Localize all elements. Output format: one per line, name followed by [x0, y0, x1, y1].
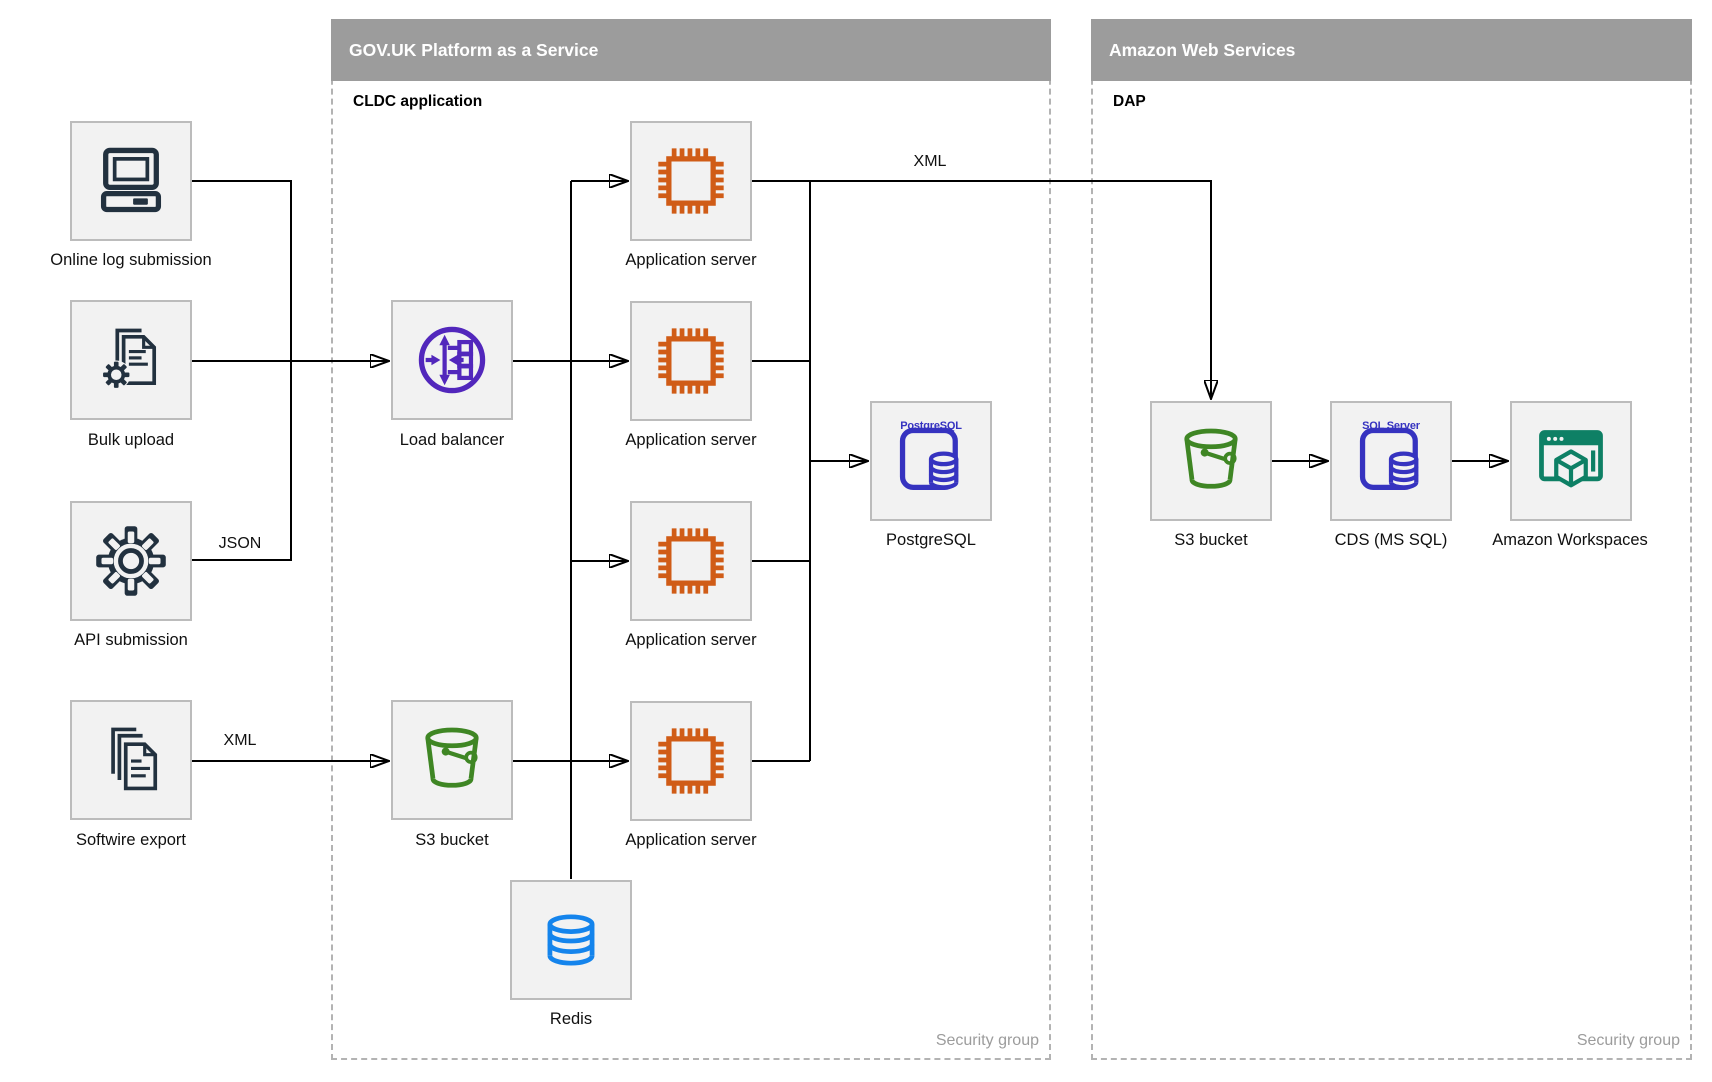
node-label: Amazon Workspaces: [1492, 531, 1648, 549]
cpu-chip-icon: [652, 522, 730, 600]
group-govuk-paas: GOV.UK Platform as a Service CLDC applic…: [331, 19, 1051, 1060]
node-label: Application server: [625, 251, 757, 269]
dap-label: DAP: [1113, 93, 1146, 110]
node-app-server-4: [630, 701, 752, 821]
node-s3-bucket-aws: [1150, 401, 1272, 521]
document-gear-icon: [92, 321, 170, 399]
node-s3-bucket-paas: [391, 700, 513, 820]
cpu-chip-icon: [652, 142, 730, 220]
edge-sources-junction: [192, 180, 292, 561]
node-cds-ms-sql: SQL Server: [1330, 401, 1452, 521]
sql-server-icon-text: SQL Server: [1362, 420, 1420, 432]
gear-icon: [92, 522, 170, 600]
node-label: Application server: [625, 631, 757, 649]
edge-label-json: JSON: [218, 535, 262, 552]
node-label: Load balancer: [399, 431, 505, 449]
node-api-submission: [70, 501, 192, 621]
node-redis: [510, 880, 632, 1000]
group-aws: Amazon Web Services DAP Security group: [1091, 19, 1692, 1060]
postgresql-icon: [892, 422, 970, 500]
node-label: PostgreSQL: [886, 531, 976, 549]
node-softwire-export: [70, 700, 192, 820]
node-label: S3 bucket: [415, 831, 489, 849]
group-govuk-paas-title: GOV.UK Platform as a Service: [331, 19, 1051, 81]
computer-icon: [92, 142, 170, 220]
node-label: Online log submission: [50, 251, 212, 269]
workspaces-icon: [1532, 422, 1610, 500]
node-label: Application server: [625, 831, 757, 849]
cldc-application-label: CLDC application: [353, 93, 483, 110]
node-bulk-upload: [70, 300, 192, 420]
sql-server-icon: [1352, 422, 1430, 500]
edge-app1-to-aws-s3: [752, 180, 1211, 399]
redis-database-icon: [532, 901, 610, 979]
s3-bucket-icon: [413, 721, 491, 799]
cpu-chip-icon: [652, 722, 730, 800]
s3-bucket-icon: [1172, 422, 1250, 500]
node-label: S3 bucket: [1174, 531, 1248, 549]
security-group-label-paas: Security group: [935, 1032, 1039, 1049]
group-aws-title: Amazon Web Services: [1091, 19, 1692, 81]
node-label: Softwire export: [75, 831, 187, 849]
node-app-server-3: [630, 501, 752, 621]
postgresql-icon-text: PostgreSQL: [900, 420, 962, 432]
security-group-label-aws: Security group: [1576, 1032, 1680, 1049]
edge-label-xml-aws: XML: [913, 153, 947, 170]
cpu-chip-icon: [652, 322, 730, 400]
node-postgresql: PostgreSQL: [870, 401, 992, 521]
node-label: CDS (MS SQL): [1334, 531, 1448, 549]
node-app-server-2: [630, 301, 752, 421]
node-label: Bulk upload: [87, 431, 175, 449]
node-load-balancer: [391, 300, 513, 420]
node-label: Redis: [549, 1010, 593, 1028]
node-online-log-submission: [70, 121, 192, 241]
documents-icon: [92, 721, 170, 799]
node-app-server-1: [630, 121, 752, 241]
edge-label-xml-softwire: XML: [223, 732, 257, 749]
node-amazon-workspaces: [1510, 401, 1632, 521]
node-label: Application server: [625, 431, 757, 449]
node-label: API submission: [74, 631, 188, 649]
load-balancer-icon: [413, 321, 491, 399]
